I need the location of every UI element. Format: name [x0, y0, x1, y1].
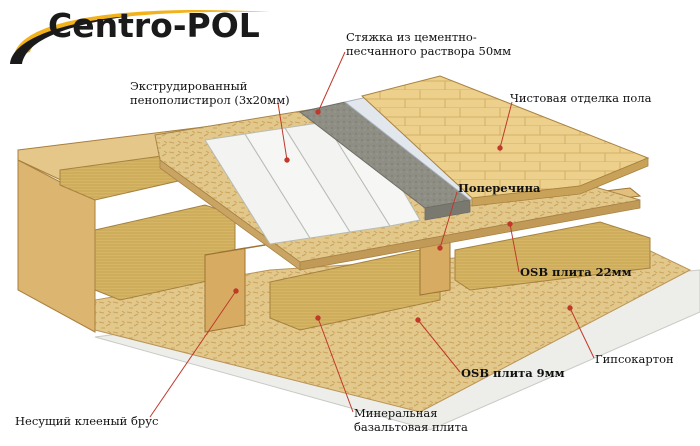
- leader-mineral: [317, 317, 354, 413]
- label-screed: Стяжка из цементно- песчанного раствора …: [346, 30, 511, 58]
- logo-swoosh-icon: [10, 9, 270, 64]
- label-mineral-line2: базальтовая плита: [354, 420, 468, 434]
- leader-screed: [317, 51, 346, 113]
- leader-osb22: [509, 223, 520, 273]
- mineral-wool-right: [454, 221, 651, 291]
- glued-beam-front: [204, 247, 246, 333]
- leader-eps: [277, 102, 288, 161]
- label-mineral: Минеральная базальтовая плита: [354, 406, 468, 434]
- label-gypsum: Гипсокартон: [595, 352, 674, 366]
- leader-finish: [499, 101, 513, 149]
- finished-flooring-edge: [471, 157, 649, 207]
- osb-22mm-edge-front: [299, 199, 641, 271]
- label-mineral-line1: Минеральная: [354, 406, 438, 420]
- label-eps-line1: Экструдированный: [130, 79, 248, 93]
- centro-pol-logo: Centro-POL: [0, 0, 280, 76]
- leader-lines: [149, 51, 595, 418]
- label-screed-line1: Стяжка из цементно-: [346, 30, 477, 44]
- logo-text: Centro-POL: [48, 6, 260, 45]
- label-eps: Экструдированный пенополистирол (3х20мм): [130, 79, 290, 107]
- label-eps-line2: пенополистирол (3х20мм): [130, 93, 290, 107]
- label-beam: Несущий клееный брус: [15, 414, 159, 428]
- label-crossbar: Поперечина: [458, 181, 541, 195]
- label-osb9: OSB плита 9мм: [461, 366, 565, 380]
- label-screed-line2: песчанного раствора 50мм: [346, 44, 512, 58]
- leader-osb9: [417, 319, 461, 373]
- leader-crossbar: [439, 191, 458, 249]
- label-finish: Чистовая отделка пола: [510, 91, 652, 105]
- label-osb22: OSB плита 22мм: [520, 265, 632, 279]
- leader-gypsum: [569, 307, 595, 359]
- cement-screed-side: [424, 199, 471, 221]
- leader-beam: [149, 290, 237, 418]
